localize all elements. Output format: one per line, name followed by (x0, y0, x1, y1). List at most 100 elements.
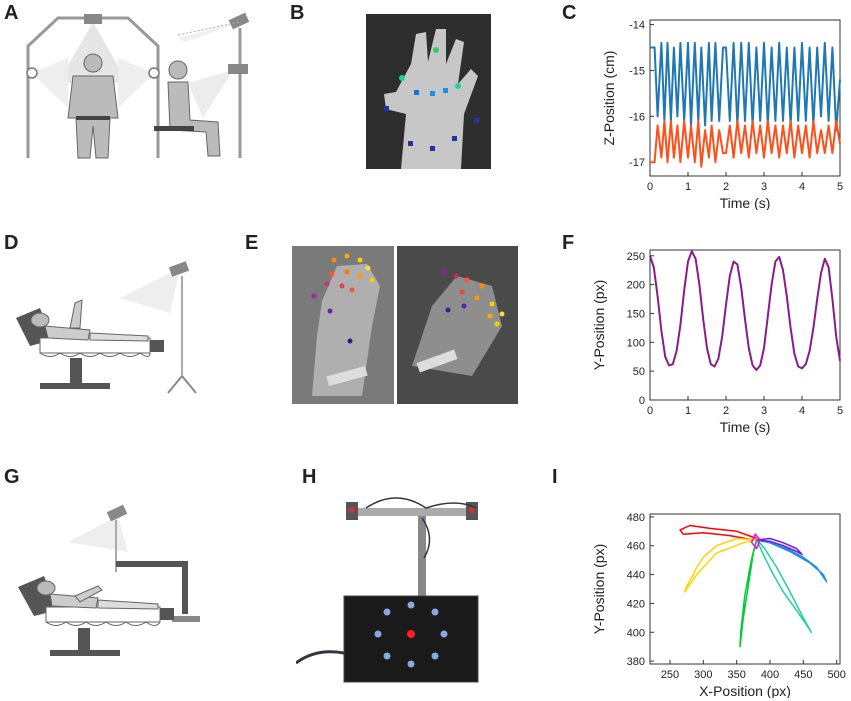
y-tick-label: 420 (627, 598, 645, 610)
panel-label-h: H (302, 466, 317, 488)
camera-icon (168, 261, 190, 277)
y-tick-label: 100 (627, 337, 645, 349)
panel-label-c: C (562, 2, 577, 24)
overhead-frame (116, 561, 188, 614)
x-tick-label: 300 (694, 669, 712, 681)
series-line-4 (756, 539, 813, 634)
x-tick-label: 2 (723, 181, 729, 193)
marker-dot (408, 141, 413, 146)
y-tick-label: -17 (629, 157, 645, 169)
camera-left-icon (26, 67, 38, 79)
panel-b-hand-photo (366, 14, 491, 169)
bed-icon (16, 308, 164, 389)
panel-label-f: F (562, 232, 575, 254)
x-tick-label: 2 (723, 405, 729, 417)
y-axis-label: Y-Position (px) (591, 280, 607, 371)
marker-dot (414, 90, 419, 95)
y-tick-label: 440 (627, 570, 645, 582)
x-tick-label: 1 (685, 181, 691, 193)
marker-dots-right (441, 269, 505, 327)
bed-icon (18, 576, 174, 656)
marker-dot (430, 146, 435, 151)
y-tick-label: 50 (633, 366, 645, 378)
x-axis-label: Time (s) (720, 195, 771, 210)
marker-dot (384, 106, 389, 111)
x-tick-label: 4 (799, 405, 805, 417)
monitor-screen (343, 595, 479, 683)
light-cone (68, 516, 128, 552)
camera-rig-bar (351, 508, 471, 516)
patient-icon (36, 580, 159, 610)
x-tick-label: 5 (837, 405, 843, 417)
plot-area (649, 249, 841, 401)
person-seated-icon (154, 60, 221, 157)
series-line-1 (679, 524, 757, 541)
plot-area (649, 513, 841, 665)
x-axis-label: Time (s) (720, 419, 771, 435)
series-line-6 (756, 537, 803, 556)
light-cone-lower (188, 70, 233, 118)
y-tick-label: -14 (629, 20, 645, 32)
center-target-dot (407, 630, 415, 638)
x-tick-label: 0 (647, 405, 653, 417)
panel-label-d: D (4, 232, 19, 254)
rig-pole (418, 516, 426, 596)
light-cone-right (118, 58, 154, 108)
marker-dot (455, 83, 461, 89)
patient-icon (30, 299, 149, 342)
x-tick-label: 450 (794, 669, 812, 681)
panel-a-illustration (26, 12, 250, 159)
x-tick-label: 1 (685, 405, 691, 417)
marker-dot (474, 118, 479, 123)
y-tick-label: -15 (629, 65, 645, 77)
camera-stand-upper-icon (228, 12, 250, 30)
panel-d-illustration (16, 261, 197, 394)
x-tick-label: 4 (799, 181, 805, 193)
series-line-2 (683, 537, 757, 593)
plot-area (649, 19, 841, 177)
panel-e-hand-photos (292, 246, 518, 404)
hand-silhouette (384, 29, 478, 169)
marker-dot (430, 91, 435, 96)
series-line-5 (756, 539, 828, 583)
series-line-1 (650, 41, 841, 132)
camera-right-icon (148, 67, 160, 79)
x-tick-label: 3 (761, 405, 767, 417)
x-tick-label: 250 (661, 669, 679, 681)
camera-stand-lower-icon (228, 64, 248, 74)
series-line-7 (750, 533, 761, 550)
y-axis-label: Z-Position (cm) (601, 51, 617, 146)
panel-label-e: E (245, 232, 259, 254)
target-dots (374, 601, 448, 668)
x-axis-label: X-Position (px) (699, 683, 791, 698)
light-cone-top (58, 22, 128, 83)
y-tick-label: 480 (627, 512, 645, 524)
y-axis-label: Y-Position (px) (591, 544, 607, 635)
marker-dot (443, 88, 448, 93)
person-standing-icon (67, 53, 119, 159)
y-tick-label: 150 (627, 308, 645, 320)
light-cone (120, 268, 180, 313)
series-line-2 (650, 119, 841, 168)
light-cone-upper (178, 22, 240, 42)
y-tick-label: 400 (627, 627, 645, 639)
series-line-3 (739, 539, 758, 648)
marker-dots-left (311, 253, 375, 344)
marker-dot (452, 136, 457, 141)
y-tick-label: 200 (627, 280, 645, 292)
panel-h-apparatus (296, 497, 479, 683)
series-line-1 (649, 250, 841, 371)
x-tick-label: 0 (647, 181, 653, 193)
panel-label-a: A (4, 2, 19, 24)
x-tick-label: 500 (827, 669, 845, 681)
y-tick-label: 250 (627, 251, 645, 263)
x-tick-label: 400 (761, 669, 779, 681)
y-tick-label: 380 (627, 656, 645, 668)
panel-g-illustration (18, 504, 200, 656)
panel-label-i: I (552, 466, 558, 488)
camera-icon (106, 504, 128, 522)
panel-label-g: G (4, 466, 20, 488)
